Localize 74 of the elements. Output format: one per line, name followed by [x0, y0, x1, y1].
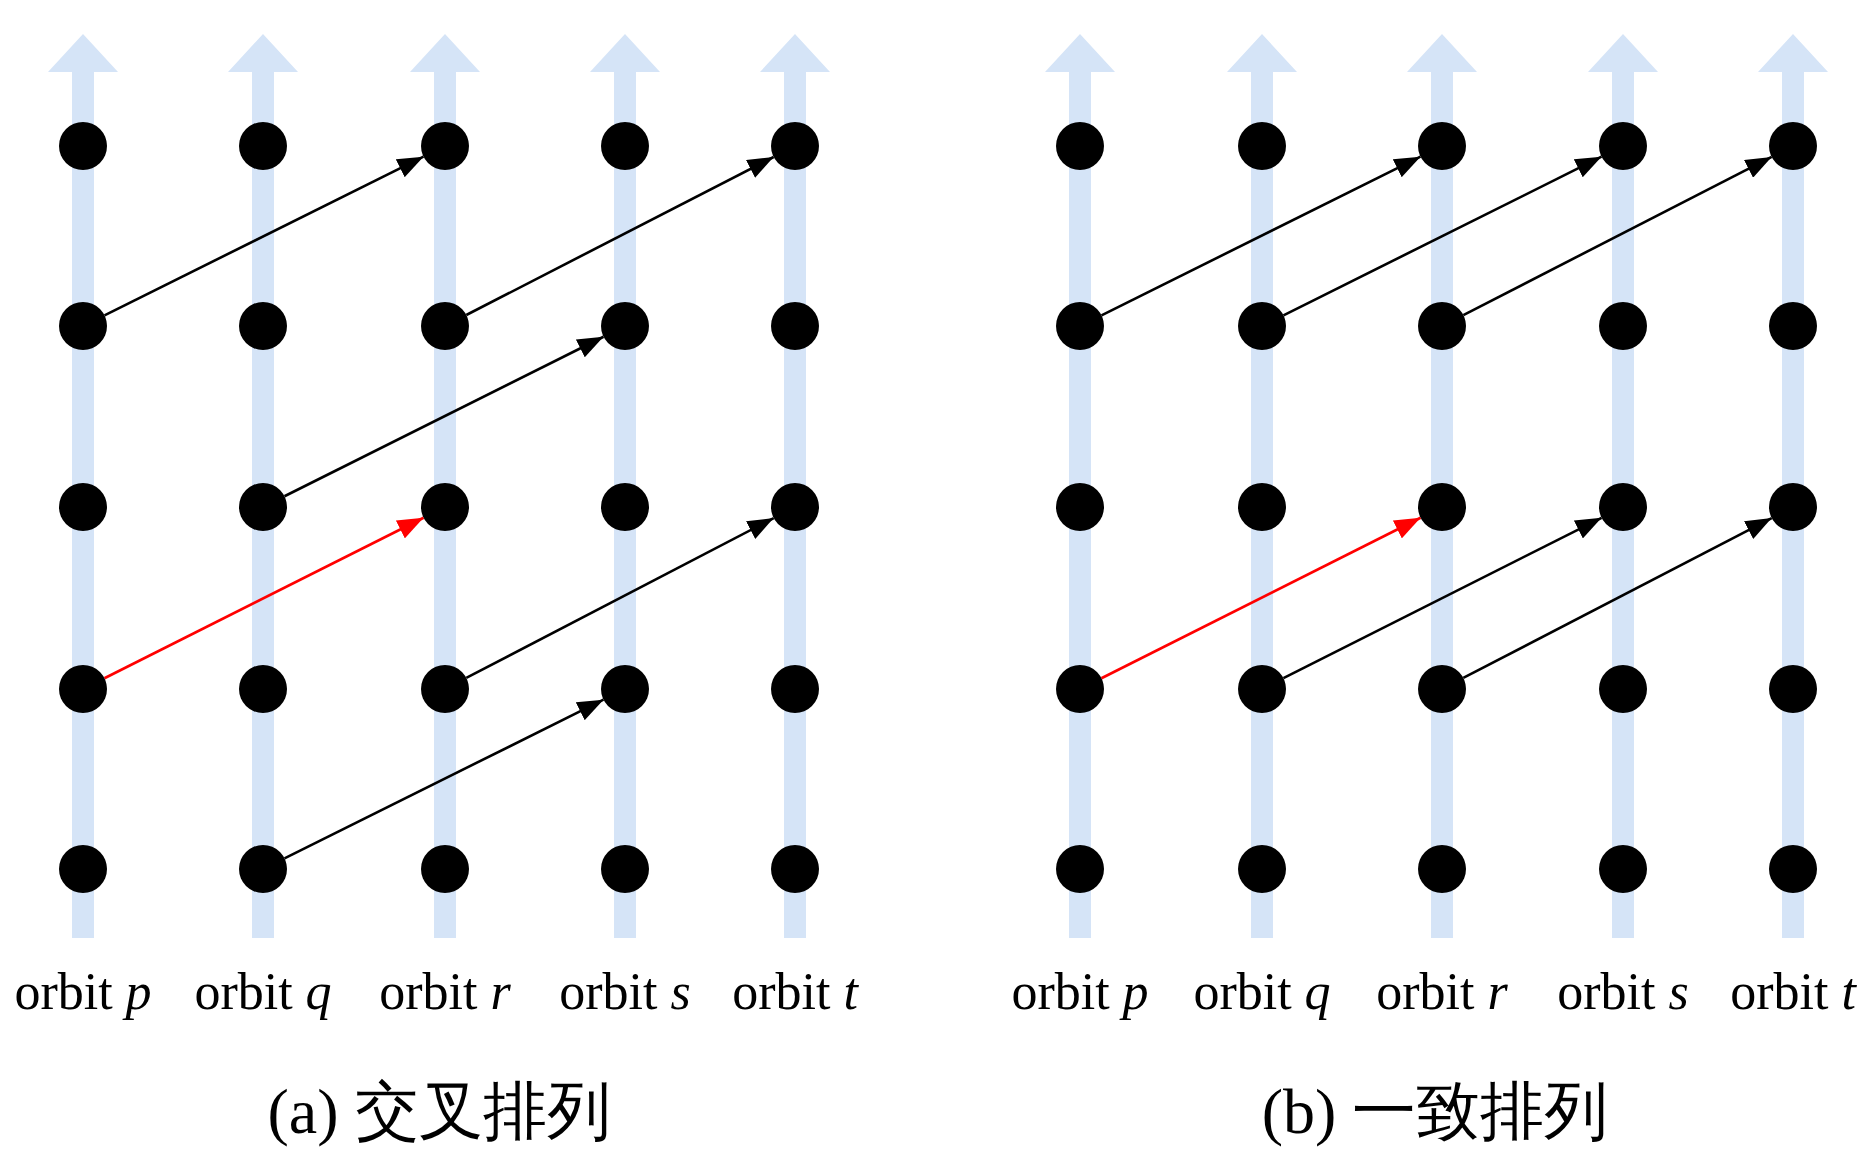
dot — [1599, 302, 1647, 350]
dot — [59, 665, 107, 713]
arrow — [1282, 516, 1603, 680]
dot — [59, 845, 107, 893]
orbit-label: orbit t — [1730, 962, 1856, 1022]
arrow — [1100, 155, 1422, 317]
dot — [1238, 122, 1286, 170]
panel-caption: (b) 一致排列 — [1261, 1076, 1609, 1148]
dot — [239, 483, 287, 531]
dot — [239, 845, 287, 893]
dot — [239, 302, 287, 350]
arrow — [465, 516, 775, 680]
dot — [601, 845, 649, 893]
arrow — [1282, 155, 1603, 317]
arrow — [1100, 516, 1422, 680]
dot — [601, 665, 649, 713]
arrow — [283, 335, 605, 498]
dot — [771, 302, 819, 350]
orbit-label: orbit r — [1376, 962, 1508, 1022]
dot — [421, 665, 469, 713]
orbit-label: orbit q — [1193, 962, 1331, 1022]
dot — [1599, 665, 1647, 713]
dot — [1238, 665, 1286, 713]
orbit-label: orbit p — [1011, 962, 1149, 1022]
dot — [1056, 665, 1104, 713]
dot — [1769, 302, 1817, 350]
arrow — [103, 155, 425, 317]
orbit-label: orbit t — [732, 962, 858, 1022]
dot — [1769, 665, 1817, 713]
arrow — [1462, 516, 1773, 680]
dot — [239, 122, 287, 170]
dot — [1238, 845, 1286, 893]
dot — [601, 122, 649, 170]
dot — [1599, 122, 1647, 170]
arrow — [1462, 155, 1773, 317]
dot — [771, 483, 819, 531]
orbit-label: orbit p — [14, 962, 152, 1022]
dot — [239, 665, 287, 713]
dot — [59, 122, 107, 170]
dot — [421, 845, 469, 893]
dot — [1056, 122, 1104, 170]
dot — [421, 122, 469, 170]
arrow — [103, 516, 425, 680]
dot — [1769, 483, 1817, 531]
dot — [1769, 122, 1817, 170]
orbit-label: orbit s — [559, 962, 691, 1022]
dot — [1418, 665, 1466, 713]
dot — [601, 483, 649, 531]
dot — [771, 845, 819, 893]
panel-caption: (a) 交叉排列 — [267, 1076, 611, 1148]
arrow — [465, 155, 775, 317]
dot — [1599, 845, 1647, 893]
dot — [1238, 483, 1286, 531]
dot — [1418, 302, 1466, 350]
dot — [1769, 845, 1817, 893]
dot — [1418, 483, 1466, 531]
dot — [59, 302, 107, 350]
dot — [1056, 302, 1104, 350]
dot — [1418, 845, 1466, 893]
orbit-label: orbit s — [1557, 962, 1689, 1022]
dot — [601, 302, 649, 350]
orbit-label: orbit q — [194, 962, 332, 1022]
arrow — [283, 698, 605, 860]
dot — [1056, 845, 1104, 893]
dot — [1056, 483, 1104, 531]
dot — [1599, 483, 1647, 531]
dot — [1238, 302, 1286, 350]
orbit-label: orbit r — [379, 962, 511, 1022]
dot — [771, 122, 819, 170]
dot — [421, 302, 469, 350]
dot — [421, 483, 469, 531]
dot — [771, 665, 819, 713]
dot — [1418, 122, 1466, 170]
dot — [59, 483, 107, 531]
